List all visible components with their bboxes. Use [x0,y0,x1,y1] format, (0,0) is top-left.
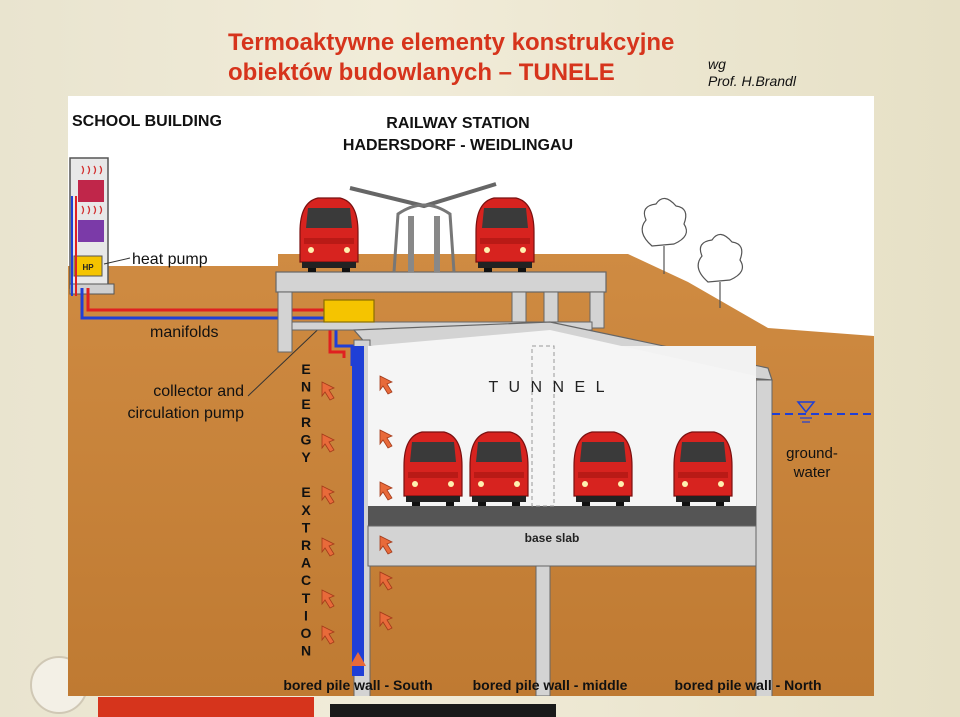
energy-extraction-letter: X [301,502,311,518]
manifolds-label: manifolds [150,324,218,341]
train-tunnel-3 [573,431,633,507]
energy-extraction-letter: N [301,643,311,659]
energy-extraction-letter: I [304,607,308,623]
footer-bar-dark [330,704,556,717]
energy-extraction-letter: R [301,414,311,430]
base-slab-label: base slab [525,531,580,545]
station-heading-line1: RAILWAY STATION [386,115,529,132]
energy-extraction-letter: Y [301,449,311,465]
train-tunnel-1 [403,431,463,507]
wall-south-label: bored pile wall - South [283,677,432,693]
train-tunnel-2 [469,431,529,507]
energy-extraction-letter: E [301,361,310,377]
station-heading-line2: HADERSDORF - WEIDLINGAU [343,137,573,154]
school-building: HP [69,157,115,296]
supply-pipes [80,288,354,366]
energy-extraction-letter: E [301,396,310,412]
heat-pump-label: heat pump [132,251,208,268]
train-station-west [299,197,359,273]
author-credit: wg Prof. H.Brandl [708,56,796,90]
energy-pipe [352,346,364,676]
trees [641,197,743,308]
train-tunnel-4 [673,431,733,507]
hp-box-label: HP [82,263,94,272]
footer-bar-red [98,697,314,717]
tunnel-energy-diagram: HP heat pump manifolds collector and cir… [68,96,874,696]
energy-extraction-letter: G [301,431,312,447]
energy-extraction-letter: A [301,555,311,571]
diagram-frame: HP heat pump manifolds collector and cir… [68,96,874,696]
energy-extraction-letter: C [301,572,311,588]
author-credit-line2: Prof. H.Brandl [708,73,796,89]
wall-north-label: bored pile wall - North [674,677,821,693]
author-credit-line1: wg [708,56,726,72]
slide-title-line1: Termoaktywne elementy konstrukcyjne [228,29,675,56]
energy-extraction-letter: O [301,625,312,641]
collector-label-line2: circulation pump [128,405,245,422]
collector-label-line1: collector and [153,383,244,400]
slide-title: Termoaktywne elementy konstrukcyjne obie… [228,28,674,88]
energy-extraction-letter: T [302,519,311,535]
groundwater-label-line2: water [793,464,831,481]
groundwater-marker [772,401,874,423]
groundwater-label-line1: ground- [786,445,838,462]
energy-extraction-letter: T [302,590,311,606]
train-station-east [475,197,535,273]
slide-title-line2: obiektów budowlanych – TUNELE [228,59,615,86]
energy-arrow-up [350,652,366,666]
energy-extraction-letter: N [301,379,311,395]
school-building-heading: SCHOOL BUILDING [72,113,222,130]
wall-middle-label: bored pile wall - middle [473,677,628,693]
energy-extraction-letter: R [301,537,311,553]
energy-extraction-letter: E [301,484,310,500]
collector-pump-box [323,299,375,323]
tunnel-label: T U N N E L [489,379,608,396]
